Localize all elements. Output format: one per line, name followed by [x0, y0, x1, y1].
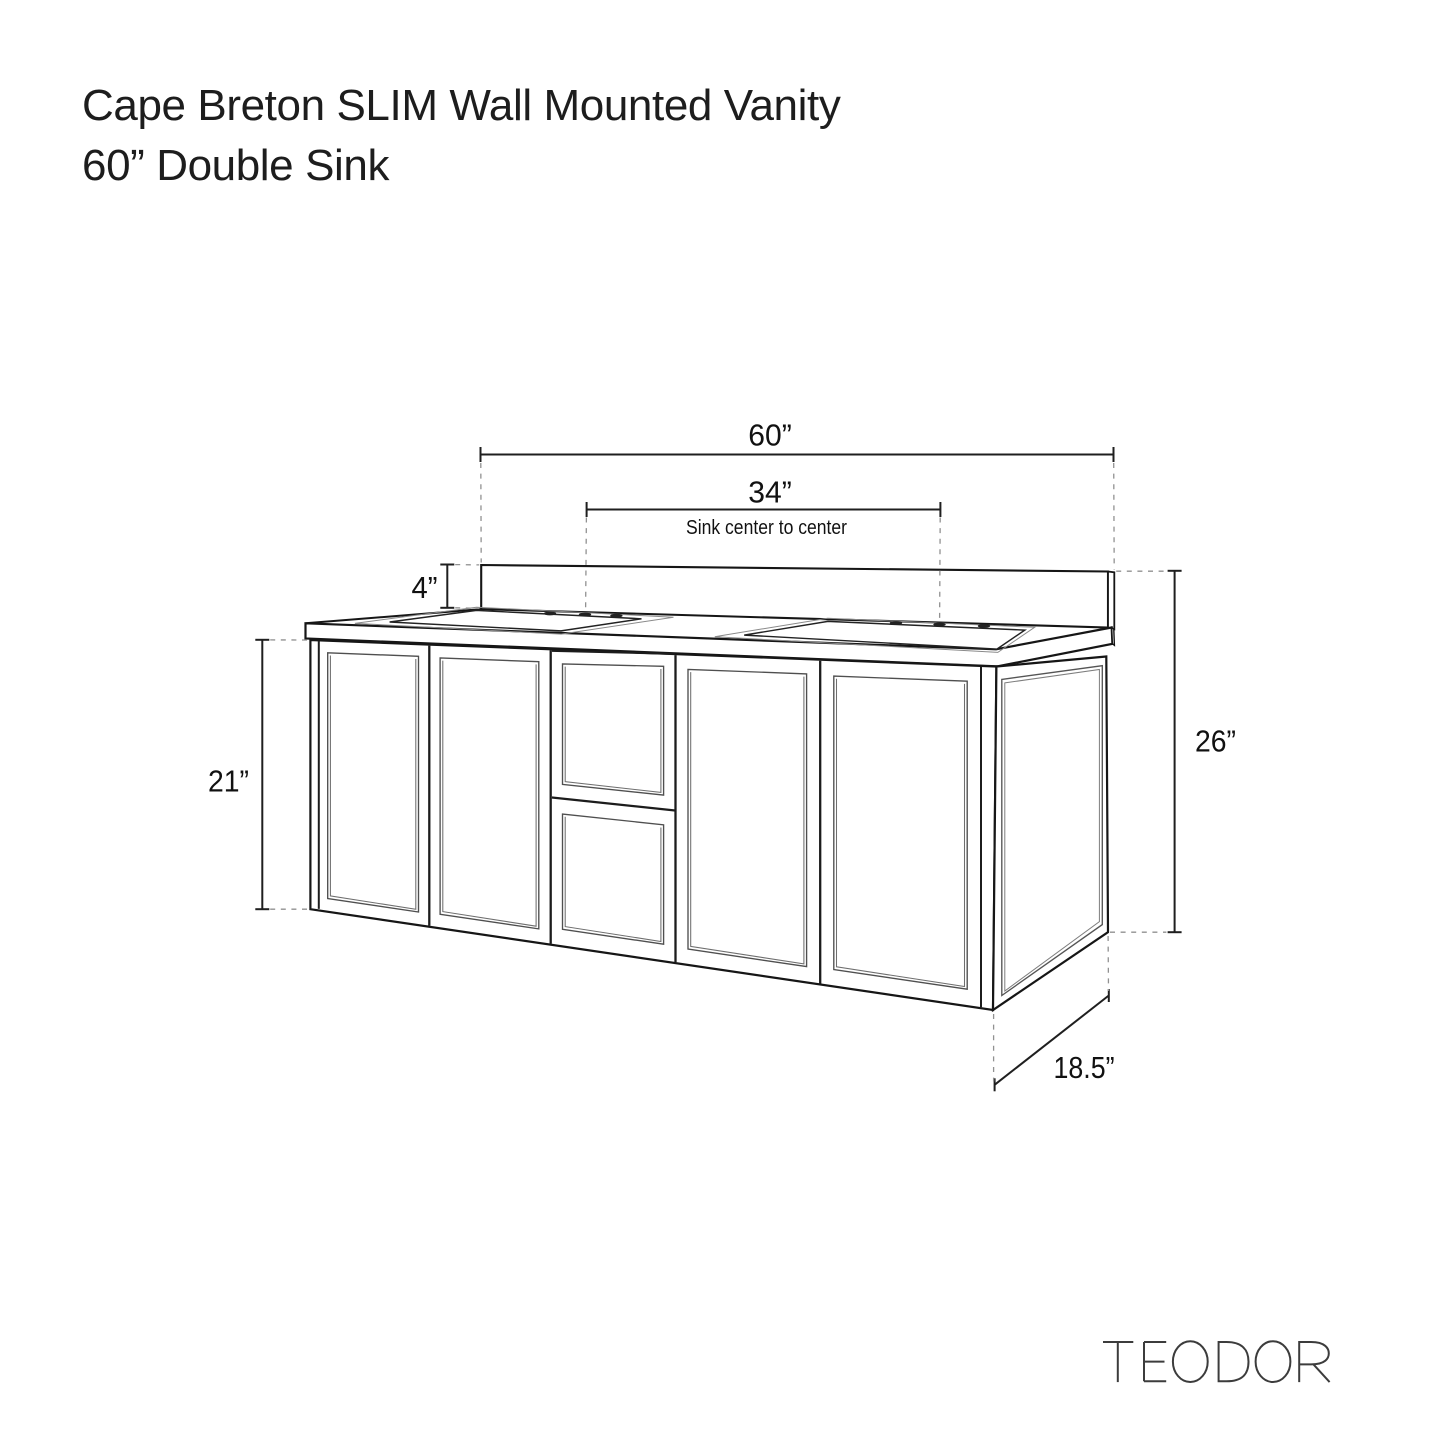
svg-text:60”: 60”	[748, 418, 792, 453]
svg-text:Sink center to center: Sink center to center	[686, 516, 847, 539]
svg-text:18.5”: 18.5”	[1054, 1050, 1115, 1085]
svg-text:26”: 26”	[1195, 724, 1236, 759]
svg-text:34”: 34”	[748, 475, 792, 510]
svg-text:21”: 21”	[208, 764, 249, 799]
svg-text:4”: 4”	[412, 570, 438, 605]
